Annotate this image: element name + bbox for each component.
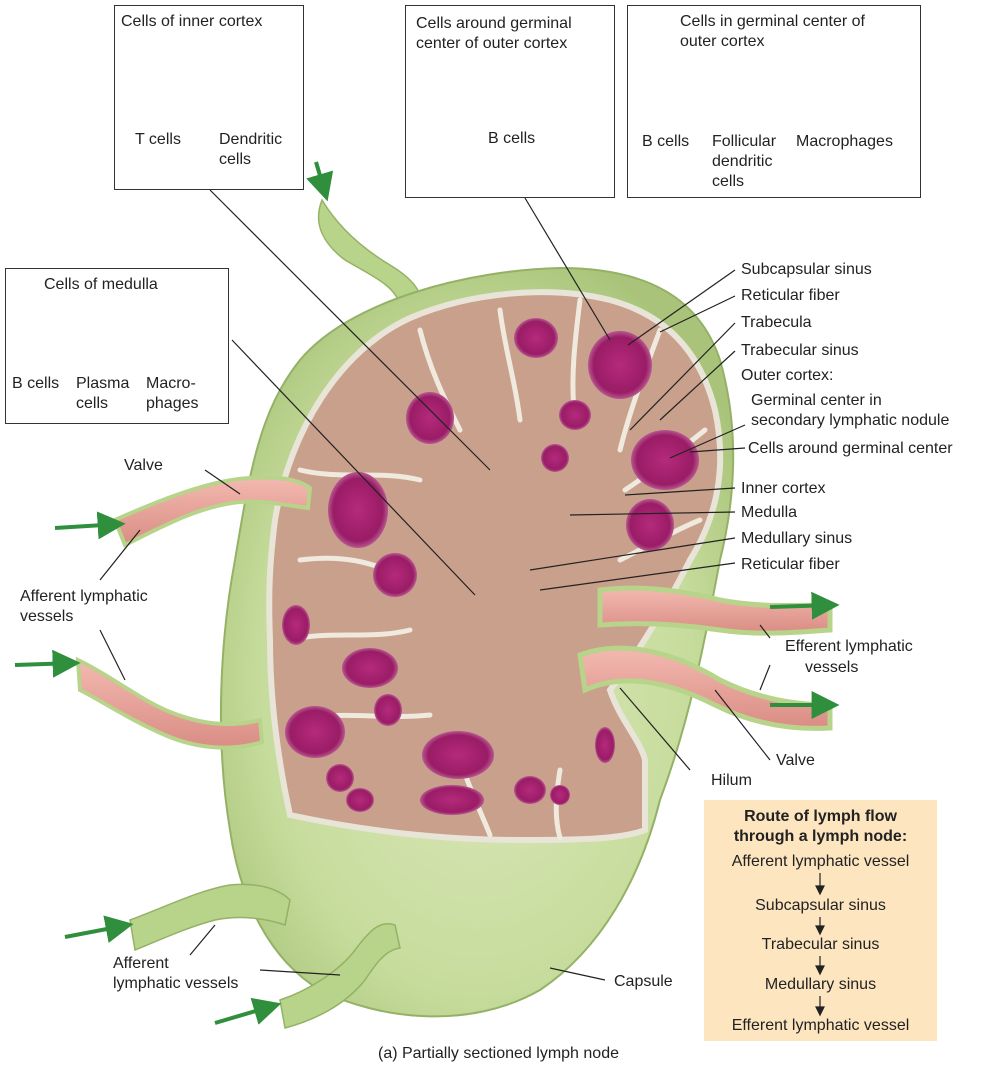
label-valve-left: Valve xyxy=(124,457,163,474)
label-afferent-bottom-l2: lymphatic vessels xyxy=(113,975,239,992)
label-germinal-center-l2: secondary lymphatic nodule xyxy=(751,412,950,429)
route-step: Trabecular sinus xyxy=(761,936,880,953)
label-trabecula: Trabecula xyxy=(741,314,812,331)
label-hilum: Hilum xyxy=(711,772,752,789)
t-cells-label: T cells xyxy=(135,131,181,148)
around-germinal-title-l1: Cells around germinal xyxy=(416,15,572,32)
label-afferent-left-l2: vessels xyxy=(20,608,74,625)
follicular-label-l3: cells xyxy=(712,173,745,190)
left-afferent-vessels xyxy=(75,475,313,750)
label-efferent-l2: vessels xyxy=(805,659,859,676)
inner-cortex-box: Cells of inner cortex T cells Dendritic … xyxy=(114,5,304,190)
medulla-title: Cells of medulla xyxy=(44,276,158,293)
label-outer-cortex: Outer cortex: xyxy=(741,367,834,384)
leader-lines xyxy=(99,189,771,981)
route-of-lymph-flow-box: Route of lymph flow through a lymph node… xyxy=(704,800,937,1041)
figure-caption: (a) Partially sectioned lymph node xyxy=(377,1045,619,1062)
macrophages-label-l2: phages xyxy=(146,395,199,412)
around-germinal-box: Cells around germinal center of outer co… xyxy=(405,5,615,198)
label-inner-cortex: Inner cortex xyxy=(741,480,826,497)
dendritic-cells-label-l2: cells xyxy=(219,151,252,168)
follicular-label-l1: Follicular xyxy=(712,133,777,150)
label-valve-right: Valve xyxy=(776,752,815,769)
route-step: Efferent lymphatic vessel xyxy=(731,1017,910,1034)
germinal-center-box: Cells in germinal center of outer cortex… xyxy=(627,5,921,198)
b-cells-label: B cells xyxy=(488,130,536,147)
route-title-l1: Route of lymph flow xyxy=(744,808,897,825)
lymphatic-nodules xyxy=(282,318,699,815)
label-subcapsular-sinus: Subcapsular sinus xyxy=(741,261,872,278)
b-cells-label: B cells xyxy=(642,133,690,150)
label-efferent-l1: Efferent lymphatic xyxy=(785,638,913,655)
dendritic-cells-label-l1: Dendritic xyxy=(219,131,283,148)
label-afferent-left-l1: Afferent lymphatic xyxy=(20,588,148,605)
route-step: Afferent lymphatic vessel xyxy=(731,853,910,870)
around-germinal-title-l2: center of outer cortex xyxy=(416,35,568,52)
b-cells-label: B cells xyxy=(12,375,60,392)
label-afferent-bottom-l1: Afferent xyxy=(113,955,169,972)
route-step: Subcapsular sinus xyxy=(755,897,886,914)
flow-arrows xyxy=(14,161,840,1025)
efferent-vessels xyxy=(577,585,833,731)
plasma-cells-label-l1: Plasma xyxy=(76,375,130,392)
label-cells-around-germinal: Cells around germinal center xyxy=(748,440,953,457)
label-medullary-sinus: Medullary sinus xyxy=(741,530,853,547)
germinal-center-title-l1: Cells in germinal center of xyxy=(680,13,865,30)
medulla-box: Cells of medulla B cells Plasma cells Ma… xyxy=(5,268,229,424)
macrophages-label: Macrophages xyxy=(796,133,893,150)
label-medulla: Medulla xyxy=(741,504,798,521)
top-afferent-vessel xyxy=(317,198,422,311)
label-reticular-fiber-bottom: Reticular fiber xyxy=(741,556,840,573)
plasma-cells-label-l2: cells xyxy=(76,395,109,412)
label-capsule: Capsule xyxy=(614,973,673,990)
macrophages-label-l1: Macro- xyxy=(146,375,196,392)
bottom-afferent-vessels xyxy=(129,883,401,1029)
route-arrows xyxy=(815,873,825,1017)
route-step: Medullary sinus xyxy=(764,976,877,993)
label-germinal-center-l1: Germinal center in xyxy=(751,392,882,409)
route-title-l2: through a lymph node: xyxy=(733,828,908,845)
label-trabecular-sinus: Trabecular sinus xyxy=(741,342,859,359)
inner-cortex-title: Cells of inner cortex xyxy=(121,13,263,30)
follicular-label-l2: dendritic xyxy=(712,153,773,170)
label-reticular-fiber-top: Reticular fiber xyxy=(741,287,840,304)
germinal-center-title-l2: outer cortex xyxy=(680,33,765,50)
